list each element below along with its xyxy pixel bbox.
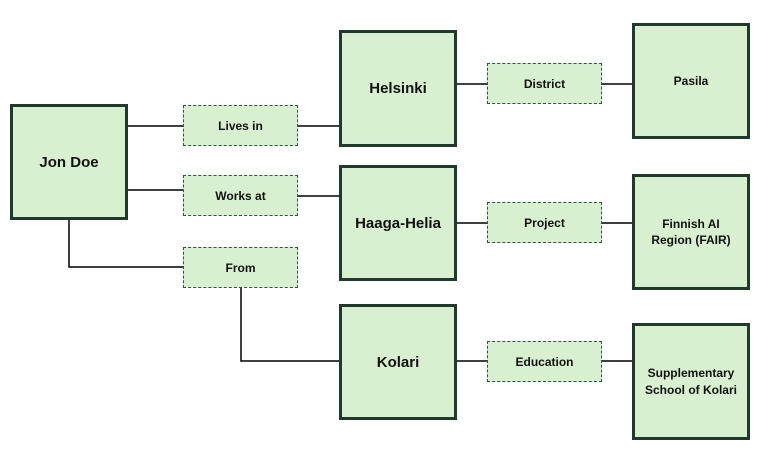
relation-from: From — [183, 247, 298, 288]
node-pasila: Pasila — [632, 23, 750, 139]
node-kolari: Kolari — [339, 304, 457, 420]
node-haaga-helia: Haaga-Helia — [339, 165, 457, 281]
node-supplementary-school: Supplementary School of Kolari — [632, 323, 750, 440]
edge-from-kolari — [240, 287, 340, 362]
node-fair: Finnish AI Region (FAIR) — [632, 174, 750, 290]
relation-project: Project — [487, 202, 602, 243]
relation-works-at: Works at — [183, 175, 298, 216]
relation-education: Education — [487, 341, 602, 382]
relation-district: District — [487, 63, 602, 104]
node-helsinki: Helsinki — [339, 30, 457, 147]
node-jon-doe: Jon Doe — [10, 104, 128, 220]
edge-jondoe-from — [68, 219, 183, 268]
relation-lives-in: Lives in — [183, 105, 298, 146]
